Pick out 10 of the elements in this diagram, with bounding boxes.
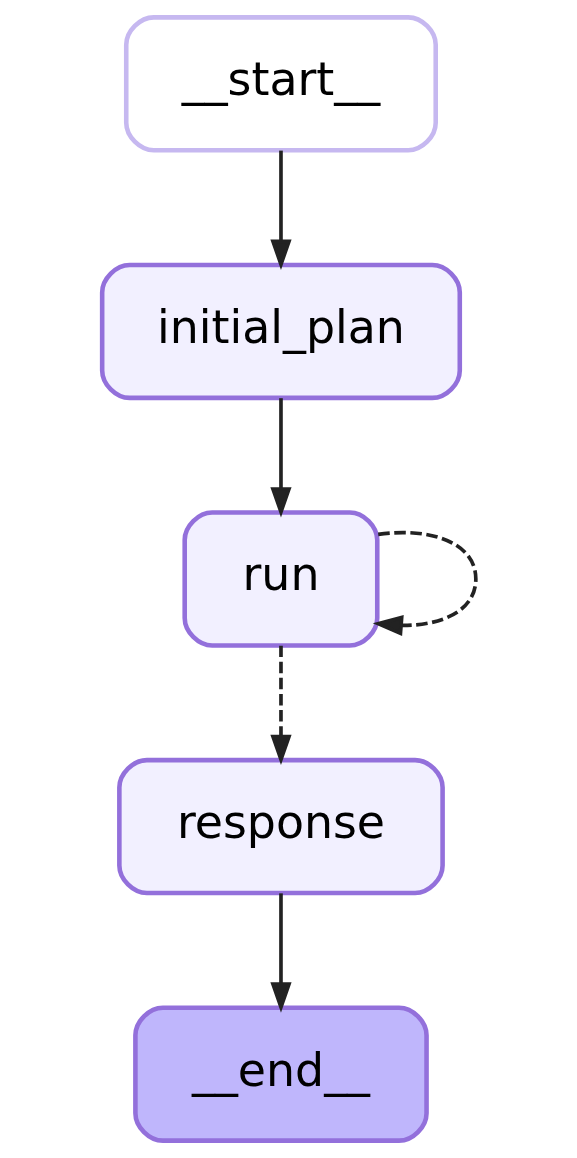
node-box: run bbox=[181, 510, 380, 648]
node-box: __end__ bbox=[132, 1005, 429, 1143]
arrow bbox=[372, 530, 478, 637]
arrow bbox=[269, 150, 292, 270]
arrow bbox=[269, 398, 292, 518]
node-box: response bbox=[116, 757, 445, 896]
node-box: __start__ bbox=[123, 15, 438, 153]
arrow bbox=[269, 645, 292, 766]
node-box: initial_plan bbox=[99, 262, 462, 401]
arrow bbox=[269, 893, 292, 1013]
